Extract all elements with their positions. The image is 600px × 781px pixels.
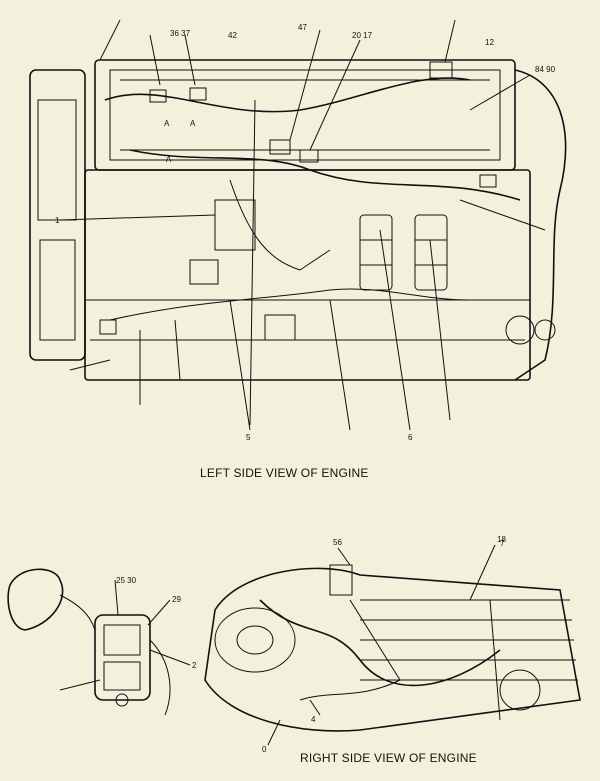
callout-a: A (164, 119, 170, 128)
callout-84-90: 84 90 (535, 65, 556, 74)
right-side-engine-view (204, 544, 581, 746)
right-side-view-caption: RIGHT SIDE VIEW OF ENGINE (300, 751, 477, 765)
callout-5: 5 (246, 433, 251, 442)
left-side-engine-view (29, 19, 567, 431)
callout-36-37: 36 37 (170, 29, 191, 38)
callout-7: 7 (500, 539, 505, 548)
callout-56: 56 (333, 538, 342, 547)
callout-0: 0 (262, 745, 267, 754)
callout-42: 42 (228, 31, 237, 40)
left-side-view-caption: LEFT SIDE VIEW OF ENGINE (200, 466, 369, 480)
callout-6: 6 (408, 433, 413, 442)
callout-20-17: 20 17 (352, 31, 373, 40)
callout-12: 12 (485, 38, 494, 47)
callout-a-2: A (190, 119, 196, 128)
callout-18: 18 (497, 535, 506, 544)
callout-2: 2 (192, 661, 197, 670)
callout-25-30: 25 30 (116, 576, 137, 585)
callout-4: 4 (311, 715, 316, 724)
callout-29: 29 (172, 595, 181, 604)
callout-1: 1 (55, 216, 60, 225)
callout-a-3: A (166, 155, 172, 164)
callout-47: 47 (298, 23, 307, 32)
connector-detail-view (7, 568, 191, 716)
